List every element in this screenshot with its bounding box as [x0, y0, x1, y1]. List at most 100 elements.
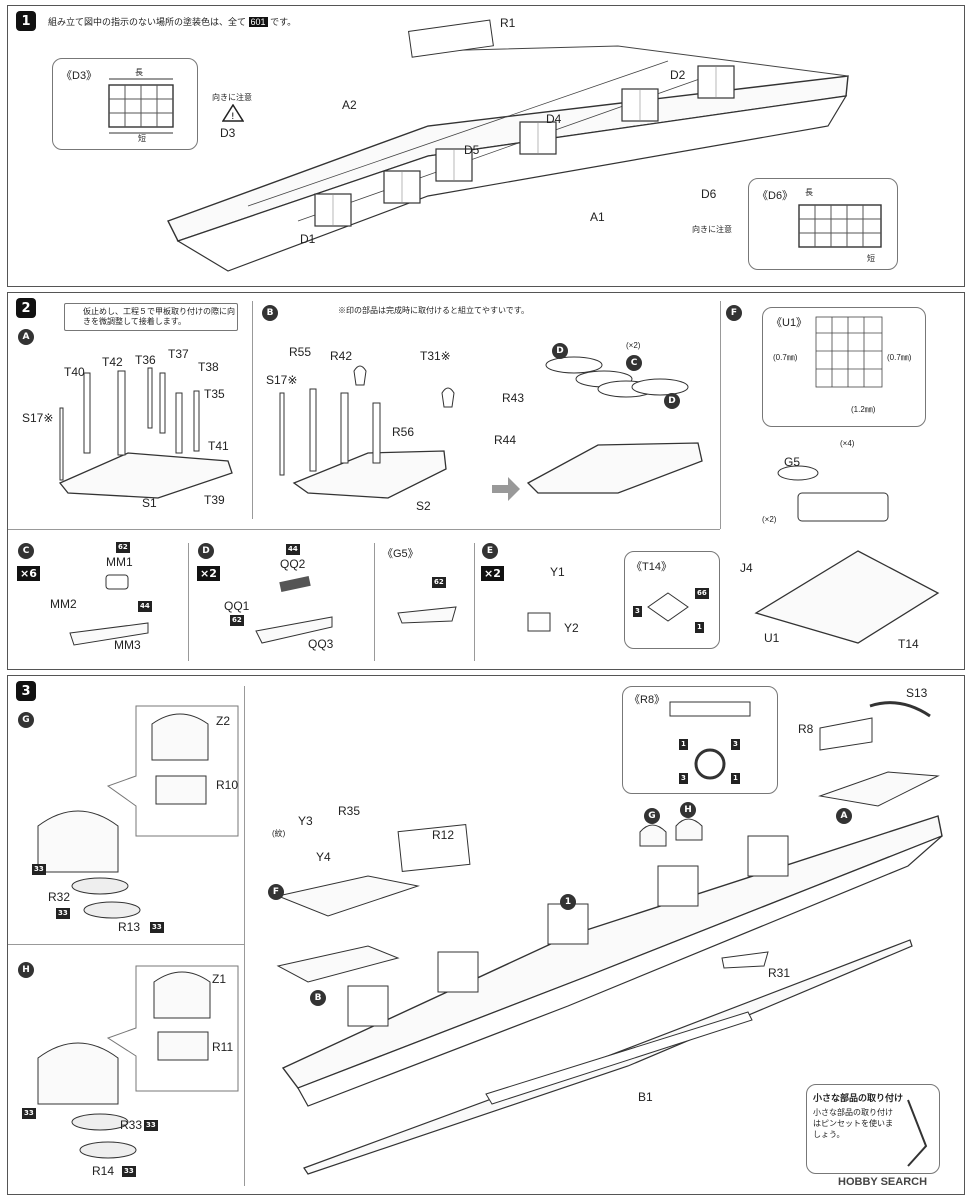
- step1-note-end: です。: [270, 17, 297, 27]
- sub-c-marker: C: [18, 543, 34, 559]
- part-r13: R13: [118, 920, 141, 934]
- step2-drawings: [58, 316, 940, 646]
- part-mm3: MM3: [114, 638, 141, 652]
- part-mm2: MM2: [50, 597, 77, 611]
- part-d6: D6: [701, 187, 717, 201]
- inset-d6-title: 《D6》: [757, 190, 794, 202]
- warning-icon: !: [222, 104, 244, 122]
- part-r12: R12: [432, 828, 455, 842]
- part-s17-b: S17※: [266, 373, 298, 387]
- sub-g-placement: G: [644, 808, 660, 824]
- step3-drawings: [37, 701, 943, 1175]
- part-t35: T35: [204, 387, 225, 401]
- sub-h-placement: H: [680, 802, 696, 818]
- inset-d3-long: 長: [135, 68, 143, 77]
- paint-code-r13: 33: [150, 922, 164, 933]
- part-r42: R42: [330, 349, 353, 363]
- part-mm1: MM1: [106, 555, 133, 569]
- inset-d3-title: 《D3》: [61, 70, 98, 82]
- step1-panel: 1 組み立て図中の指示のない場所の塗装色は、全て 601 です。 《D3》 長 …: [7, 5, 965, 287]
- part-t39: T39: [204, 493, 225, 507]
- sub-d-count: ×2: [197, 566, 220, 581]
- part-b1: B1: [638, 1090, 653, 1104]
- drill-12: (1.2㎜): [851, 405, 876, 414]
- part-r32: R32: [48, 890, 71, 904]
- inset-d3-short: 短: [138, 134, 146, 143]
- tip-box: 小さな部品の取り付け 小さな部品の取り付けはピンセットを使いましょう。: [806, 1084, 940, 1174]
- paint-code-r14: 33: [122, 1166, 136, 1177]
- tip-body: 小さな部品の取り付けはピンセットを使いましょう。: [813, 1108, 893, 1139]
- sub-g-marker: G: [18, 712, 34, 728]
- part-qq2: QQ2: [280, 557, 306, 571]
- paint-code-mm3: 44: [138, 601, 152, 612]
- grating-d3-drawing: [108, 78, 174, 134]
- part-r44: R44: [494, 433, 517, 447]
- paint-code-r33: 33: [144, 1120, 158, 1131]
- paint-code-r8-1b: 1: [731, 773, 740, 784]
- watermark: HOBBY SEARCH: [838, 1176, 928, 1188]
- part-r35: R35: [338, 804, 361, 818]
- paint-code-t14-66: 66: [695, 588, 709, 599]
- drill-07-right: (0.7㎜): [887, 353, 912, 362]
- grating-d6-drawing: [798, 204, 882, 248]
- part-t40: T40: [64, 365, 85, 379]
- sub-a-placement: A: [836, 808, 852, 824]
- sub-a-marker: A: [18, 329, 34, 345]
- paint-code-t14-1: 1: [695, 622, 704, 633]
- drill-07-left: (0.7㎜): [773, 353, 798, 362]
- part-a2: A2: [342, 98, 357, 112]
- part-d1: D1: [300, 232, 316, 246]
- tip-title: 小さな部品の取り付け: [813, 1093, 904, 1103]
- part-z1: Z1: [212, 972, 227, 986]
- sub-b-marker: B: [262, 305, 278, 321]
- part-t42: T42: [102, 355, 123, 369]
- step3-divider: [244, 686, 245, 1186]
- step2-number: 2: [16, 298, 36, 318]
- inset-d6-short: 短: [867, 254, 875, 263]
- part-y1: Y1: [550, 565, 565, 579]
- paint-code-t14-3: 3: [633, 606, 642, 617]
- part-d4: D4: [546, 112, 562, 126]
- part-t31: T31※: [420, 349, 451, 363]
- part-r8: R8: [798, 722, 814, 736]
- part-d2: D2: [670, 68, 686, 82]
- step2-divider-dg: [374, 543, 375, 661]
- part-d5: D5: [464, 143, 480, 157]
- step1-note-text: 組み立て図中の指示のない場所の塗装色は、全て: [48, 17, 247, 27]
- part-t41: T41: [208, 439, 229, 453]
- caution-d6: 向きに注意: [692, 225, 732, 234]
- paint-code-g-vent: 33: [32, 864, 46, 875]
- inset-u1: 《U1》 (0.7㎜) (0.7㎜) (1.2㎜): [762, 307, 926, 427]
- step1-hull-drawing: [167, 19, 849, 272]
- part-j4: J4: [740, 561, 753, 575]
- svg-text:!: !: [231, 112, 235, 122]
- step3-number: 3: [16, 681, 36, 701]
- sub-e-marker: E: [482, 543, 498, 559]
- paint-code: 601: [248, 17, 268, 27]
- part-qq3: QQ3: [308, 637, 334, 651]
- part-y4: Y4: [316, 850, 331, 864]
- sub-e-count: ×2: [481, 566, 504, 581]
- part-z2: Z2: [216, 714, 231, 728]
- part-t37: T37: [168, 347, 189, 361]
- inset-d3: 《D3》 長 短: [52, 58, 198, 150]
- part-s13: S13: [906, 686, 928, 700]
- part-t14: T14: [898, 637, 919, 651]
- boat-count-x2: (×2): [626, 341, 641, 350]
- step1-number: 1: [16, 11, 36, 31]
- paint-code-qq1: 62: [230, 615, 244, 626]
- paint-code-h-vent: 33: [22, 1108, 36, 1119]
- sub-f-placement: F: [268, 884, 284, 900]
- inset-d6-long: 長: [805, 188, 813, 197]
- part-s2: S2: [416, 499, 431, 513]
- step3-panel: 3: [7, 675, 965, 1195]
- g5-count-x4: (×4): [840, 439, 855, 448]
- note-a-text: 仮止めし、工程５で甲板取り付けの際に向きを微調整して接着します。: [83, 307, 235, 326]
- part-s1: S1: [142, 496, 157, 510]
- caution-d3: 向きに注意: [212, 93, 252, 102]
- inset-t14-title: 《T14》: [631, 561, 672, 573]
- paint-code-r8-1a: 1: [679, 739, 688, 750]
- sub-d-marker: D: [198, 543, 214, 559]
- part-r14: R14: [92, 1164, 115, 1178]
- paint-code-r8-3b: 3: [679, 773, 688, 784]
